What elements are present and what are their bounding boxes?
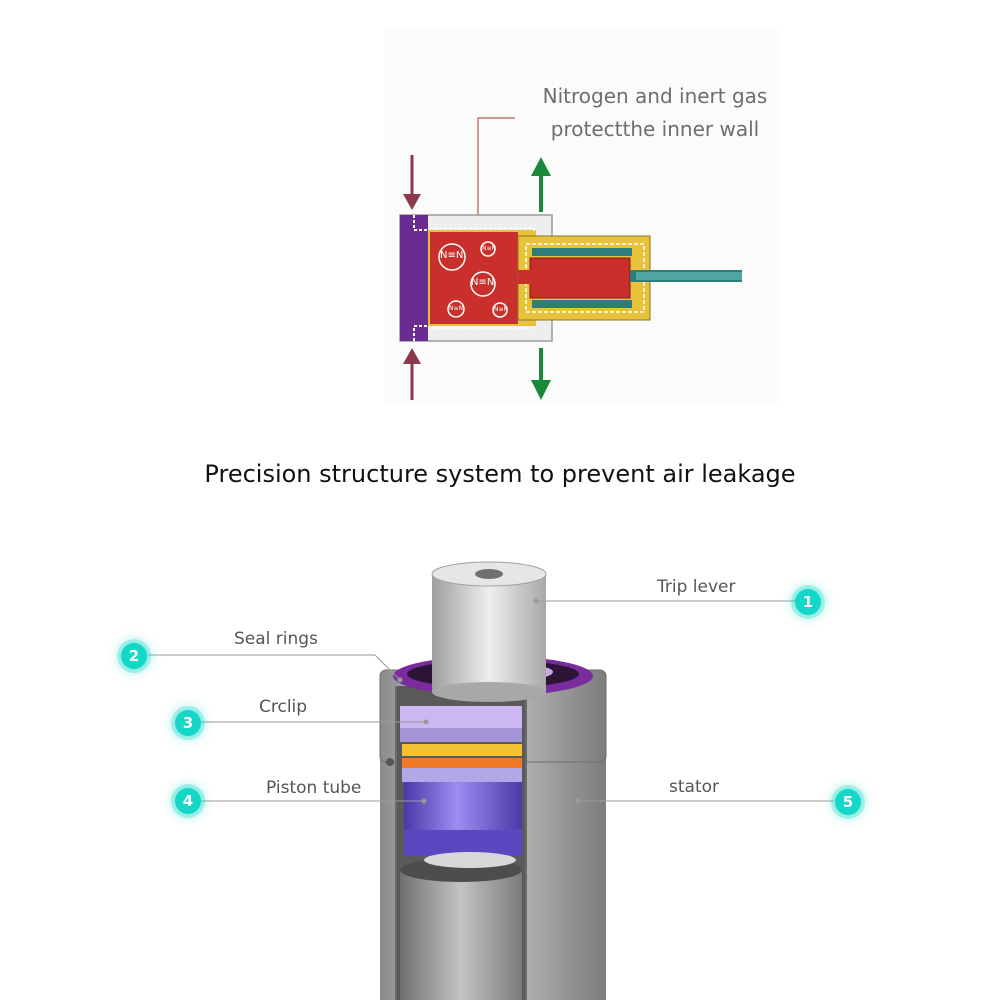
expansion-arrows xyxy=(531,157,551,400)
gas-spring-section-diagram xyxy=(385,30,780,402)
callout-badge-3: 3 xyxy=(175,710,201,736)
circlip-label: Crclip xyxy=(259,697,308,717)
section-heading: Precision structure system to prevent ai… xyxy=(204,460,796,488)
callout-badge-5: 5 xyxy=(835,789,861,815)
molecule-label: N≡N xyxy=(440,250,464,261)
molecule-label: N≡N xyxy=(494,306,509,313)
stator-label: stator xyxy=(669,777,719,797)
molecule-label: N≡N xyxy=(482,245,497,252)
caption-line-1: Nitrogen and inert gas xyxy=(542,84,768,108)
trip-lever-label: Trip lever xyxy=(657,577,736,597)
callout-badge-1: 1 xyxy=(795,589,821,615)
seal-rings-label: Seal rings xyxy=(234,629,318,649)
molecule-label: N≡N xyxy=(471,277,495,288)
piston-body xyxy=(404,782,522,830)
molecule-label: N≡N xyxy=(449,305,464,312)
seal-band-yellow xyxy=(402,744,522,756)
diagram-caption: Nitrogen and inert gas protectthe inner … xyxy=(520,80,790,146)
caption-leader-line xyxy=(477,117,515,232)
piston-tube-label: Piston tube xyxy=(266,778,362,798)
callout-badge-2: 2 xyxy=(121,643,147,669)
caption-line-2: protectthe inner wall xyxy=(550,117,760,141)
trip-lever xyxy=(432,574,546,692)
leader-lines xyxy=(148,598,834,804)
compression-arrows xyxy=(403,155,421,400)
circlip-ring xyxy=(400,706,522,728)
callout-badge-4: 4 xyxy=(175,788,201,814)
nitrogen-molecules xyxy=(438,241,508,318)
seal-band-orange xyxy=(402,758,522,768)
end-cap-purple xyxy=(400,215,428,341)
gas-chamber-red xyxy=(430,232,518,324)
